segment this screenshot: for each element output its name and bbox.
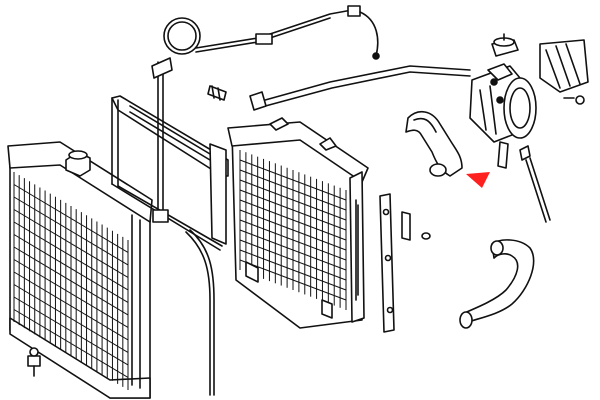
expansion-tank (469, 63, 537, 143)
small-fasteners (519, 95, 585, 223)
fin-row (13, 209, 129, 278)
upper-coolant-hose (405, 111, 463, 177)
fin-row (13, 246, 129, 316)
lower-coolant-hose (459, 239, 535, 329)
side-mounting-bracket (379, 193, 395, 333)
highlight-marker-icon (466, 172, 490, 188)
radiator-core-fins (239, 150, 347, 310)
tank-bracket (539, 39, 589, 93)
fin-row (13, 184, 129, 253)
fin-row (239, 259, 347, 301)
fin-row (239, 159, 347, 201)
fin-row (13, 271, 129, 341)
overflow-hose-line (249, 65, 471, 111)
drain-plug-icon (27, 347, 41, 377)
fin-row (13, 259, 129, 328)
fin-row (13, 196, 129, 266)
pressure-cap-loop (163, 5, 380, 60)
radiator-core-fins (13, 172, 129, 390)
fin-row (239, 169, 347, 211)
fin-row (239, 249, 347, 291)
tank-cap (491, 33, 519, 57)
fin-row (239, 179, 347, 221)
fan-shroud-frame (111, 95, 229, 251)
radiator-front-view (7, 141, 153, 399)
fin-row (13, 296, 129, 366)
fin-row (239, 209, 347, 251)
fin-row (13, 234, 129, 303)
hose-clamps (401, 141, 509, 241)
fin-row (239, 199, 347, 241)
fin-row (239, 189, 347, 231)
fin-row (239, 239, 347, 281)
fin-row (13, 221, 129, 291)
fin-row (239, 229, 347, 271)
overflow-tube (151, 57, 215, 396)
radiator-rear-view (227, 117, 369, 329)
fin-row (13, 284, 129, 353)
clip-pins (207, 85, 227, 101)
fin-row (239, 219, 347, 261)
fin-row (13, 309, 129, 378)
